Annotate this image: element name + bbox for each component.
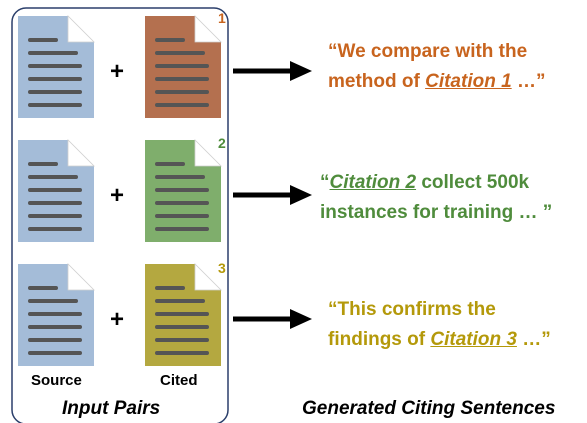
citation-placeholder-1: Citation 1 <box>425 71 512 92</box>
input-pairs-box <box>11 7 229 423</box>
input-pairs-caption: Input Pairs <box>62 398 161 419</box>
source-document-icon-1 <box>18 15 95 118</box>
plus-sign-1: + <box>110 58 125 85</box>
sentence-text: …” <box>516 329 551 350</box>
documents-layer <box>18 15 222 366</box>
generated-citing-sentences-caption: Generated Citing Sentences <box>302 398 556 419</box>
arrows-layer <box>233 61 312 329</box>
document-fold-corner <box>67 139 95 167</box>
citation-number-1: 1 <box>218 10 226 26</box>
document-fold-corner <box>194 263 222 291</box>
document-fold-corner <box>194 139 222 167</box>
citation-placeholder-2: Citation 2 <box>329 172 417 193</box>
sentence-text: …” <box>511 71 546 92</box>
citation-number-3: 3 <box>218 260 226 276</box>
citing-sentence-1: “We compare with the method of Citation … <box>328 37 545 97</box>
plus-sign-3: + <box>110 306 125 333</box>
citing-sentence-1-line-1: “We compare with the <box>328 41 528 62</box>
citing-sentence-3: “This confirms the findings of Citation … <box>328 295 551 355</box>
document-fold-corner <box>67 263 95 291</box>
right-arrow-icon-3 <box>233 309 312 329</box>
sentence-text: findings of <box>328 329 431 350</box>
cited-document-icon-1 <box>145 15 222 118</box>
citing-sentence-2-line-2: instances for training … ” <box>320 202 553 223</box>
citing-sentence-2: “Citation 2 collect 500k instances for t… <box>320 168 552 228</box>
sentence-text: method of <box>328 71 426 92</box>
arrow-head <box>290 309 312 329</box>
citing-sentence-3-line-2: findings of Citation 3 …” <box>328 325 551 355</box>
sentence-text: collect 500k <box>416 172 530 193</box>
citing-sentence-2-line-1: “Citation 2 collect 500k <box>320 168 552 198</box>
citation-placeholder-3: Citation 3 <box>430 329 517 350</box>
arrow-head <box>290 61 312 81</box>
right-arrow-icon-1 <box>233 61 312 81</box>
cited-document-icon-3 <box>145 263 222 366</box>
citing-sentence-3-line-1: “This confirms the <box>328 299 496 320</box>
source-label: Source <box>31 372 82 389</box>
source-document-icon-2 <box>18 139 95 242</box>
plus-sign-2: + <box>110 182 125 209</box>
citing-sentence-1-line-2: method of Citation 1 …” <box>328 67 545 97</box>
source-document-icon-3 <box>18 263 95 366</box>
document-fold-corner <box>67 15 95 43</box>
arrow-head <box>290 185 312 205</box>
citation-number-2: 2 <box>218 135 226 151</box>
sentence-text: “ <box>320 172 330 193</box>
right-arrow-icon-2 <box>233 185 312 205</box>
document-fold-corner <box>194 15 222 43</box>
cited-label: Cited <box>160 372 198 389</box>
cited-document-icon-2 <box>145 139 222 242</box>
